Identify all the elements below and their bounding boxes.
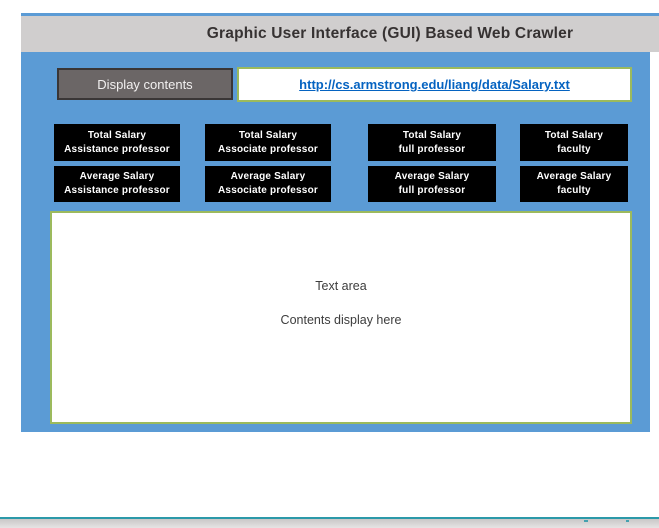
- button-label-line1: Total Salary: [402, 129, 462, 141]
- total-salary-faculty-button[interactable]: Total Salary faculty: [520, 124, 628, 161]
- button-label-line2: full professor: [398, 143, 466, 155]
- average-salary-full-professor-button[interactable]: Average Salary full professor: [368, 166, 496, 202]
- average-salary-assistance-professor-button[interactable]: Average Salary Assistance professor: [54, 166, 180, 202]
- button-label-line1: Total Salary: [544, 129, 604, 141]
- button-label-line1: Average Salary: [394, 171, 470, 182]
- button-label-line2: full professor: [398, 185, 466, 196]
- app-title-bar: Graphic User Interface (GUI) Based Web C…: [21, 13, 659, 52]
- button-label-line2: faculty: [557, 143, 591, 155]
- display-contents-button[interactable]: Display contents: [57, 68, 233, 100]
- url-field[interactable]: http://cs.armstrong.edu/liang/data/Salar…: [237, 67, 632, 102]
- bottom-divider-line: [0, 517, 659, 519]
- total-salary-full-professor-button[interactable]: Total Salary full professor: [368, 124, 496, 161]
- text-area-label: Text area: [315, 279, 367, 293]
- button-label-line2: Assistance professor: [64, 185, 170, 196]
- average-salary-associate-professor-button[interactable]: Average Salary Associate professor: [205, 166, 331, 202]
- average-salary-faculty-button[interactable]: Average Salary faculty: [520, 166, 628, 202]
- text-area-placeholder: Contents display here: [280, 313, 402, 327]
- button-label-line2: Associate professor: [218, 143, 318, 155]
- app-title: Graphic User Interface (GUI) Based Web C…: [206, 25, 574, 42]
- button-label-line1: Average Salary: [536, 171, 612, 182]
- button-label-line2: faculty: [557, 185, 591, 196]
- button-label-line2: Associate professor: [218, 185, 318, 196]
- button-label-line1: Total Salary: [238, 129, 298, 141]
- button-label-line2: Assistance professor: [64, 143, 170, 155]
- url-link[interactable]: http://cs.armstrong.edu/liang/data/Salar…: [299, 77, 570, 92]
- bottom-tick-mark: [584, 520, 588, 522]
- bottom-tick-mark: [626, 520, 629, 522]
- contents-text-area[interactable]: Text area Contents display here: [50, 211, 632, 424]
- total-salary-assistance-professor-button[interactable]: Total Salary Assistance professor: [54, 124, 180, 161]
- button-label-line1: Average Salary: [79, 171, 155, 182]
- button-label-line1: Average Salary: [230, 171, 306, 182]
- total-salary-associate-professor-button[interactable]: Total Salary Associate professor: [205, 124, 331, 161]
- bottom-status-band: [0, 519, 659, 528]
- button-label-line1: Total Salary: [87, 129, 147, 141]
